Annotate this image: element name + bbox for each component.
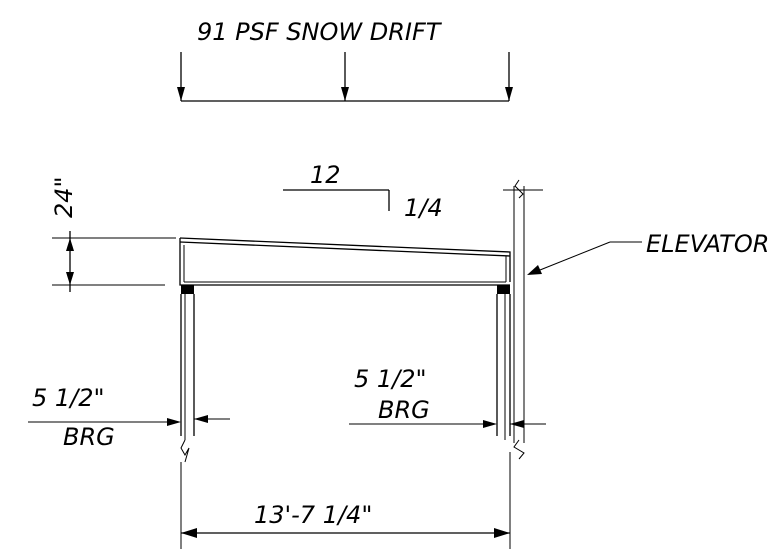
left-bearing-arrow [167, 418, 181, 426]
slope-rise-label: 1/4 [404, 194, 443, 222]
wall-break-bottom [513, 439, 525, 460]
left-bearing-dimension: 5 1/2" BRG [28, 384, 230, 451]
span-arrow-right [494, 528, 510, 538]
left-bearing-tail-arrow [194, 415, 208, 423]
elevator-callout: ELEVATOR [527, 230, 768, 275]
right-bearing-abbr-label: BRG [378, 396, 430, 424]
left-bearing-plate [181, 285, 194, 294]
right-bearing-arrow-right [510, 420, 524, 428]
wall-break-top [514, 179, 524, 199]
right-bearing-post [496, 285, 511, 440]
right-bearing-arrow-left [483, 420, 497, 428]
snow-drift-load-diagram: 91 PSF SNOW DRIFT [177, 18, 513, 102]
drift-height-arrow-bottom [66, 272, 74, 285]
load-arrow-right-head [505, 87, 513, 101]
span-dimension-label: 13'-7 1/4" [254, 501, 372, 529]
drift-height-dimension: 24" [50, 176, 176, 292]
drift-height-arrow-top [66, 238, 74, 251]
left-bearing-abbr-label: BRG [63, 423, 115, 451]
drift-height-label: 24" [50, 176, 78, 218]
span-dimension: 13'-7 1/4" [180, 452, 511, 549]
snow-drift-load-label: 91 PSF SNOW DRIFT [197, 18, 443, 46]
left-post-break-symbol [180, 439, 190, 463]
roof-slope-indicator: 12 1/4 [283, 161, 443, 222]
right-bearing-dimension: 5 1/2" BRG [349, 365, 524, 428]
roof-framing [179, 237, 511, 286]
span-arrow-left [181, 528, 197, 538]
left-bearing-post [180, 285, 195, 463]
roof-deck-underside [179, 241, 511, 257]
elevator-leader-arrowhead [527, 265, 542, 275]
left-bearing-length-label: 5 1/2" [32, 384, 105, 412]
right-bearing-length-label: 5 1/2" [354, 365, 427, 393]
elevator-leader-line [539, 241, 611, 271]
slope-run-label: 12 [310, 161, 341, 189]
load-arrow-middle-head [341, 87, 349, 101]
right-bearing-plate [497, 285, 510, 294]
roof-joist-outline [179, 238, 510, 286]
elevator-wall [503, 179, 546, 460]
load-arrow-left-head [177, 87, 185, 101]
roof-deck-top [179, 237, 511, 282]
elevator-label: ELEVATOR [646, 230, 768, 258]
